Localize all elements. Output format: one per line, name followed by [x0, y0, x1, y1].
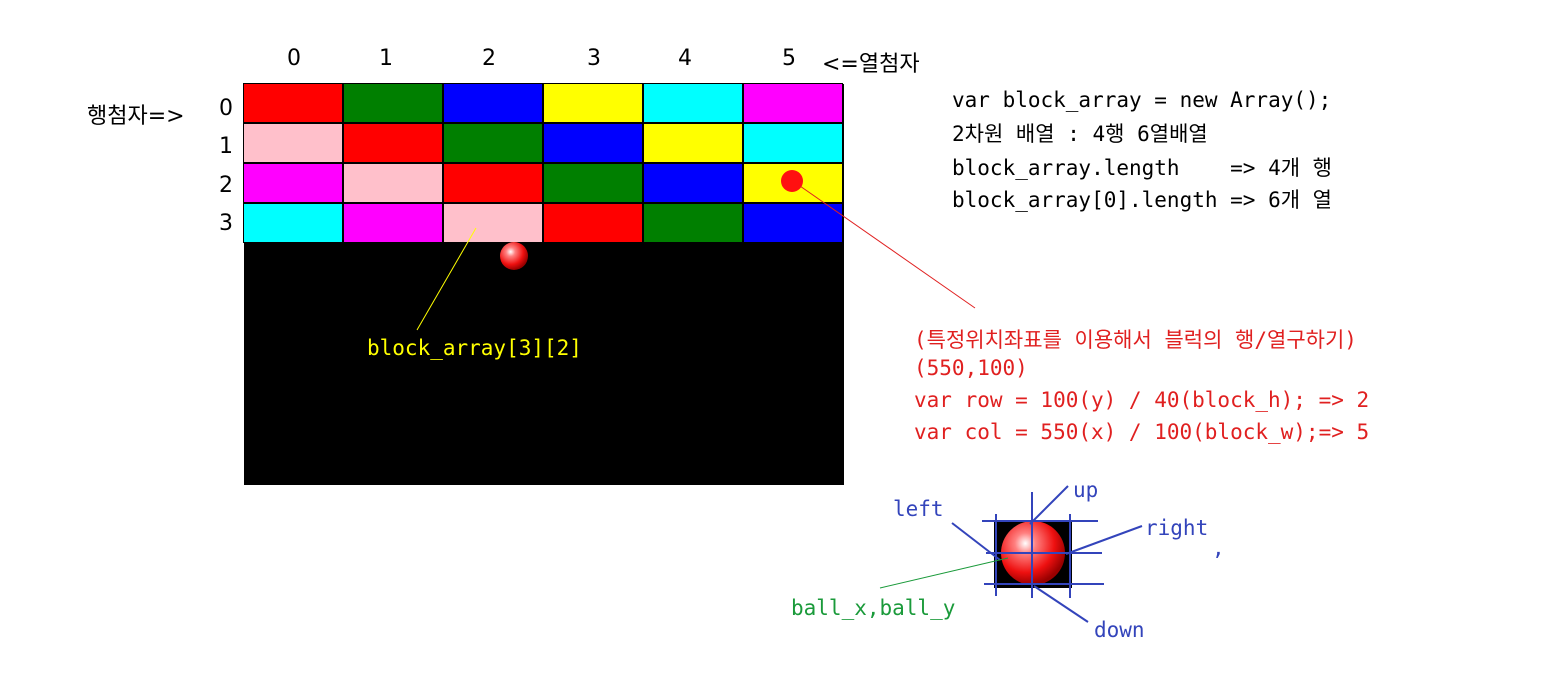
block-cell: [743, 83, 843, 123]
block-cell: [743, 203, 843, 243]
block-cell: [443, 203, 543, 243]
ball-collision-diagram: [879, 485, 1143, 623]
block-cell: [643, 123, 743, 163]
info-line: 2차원 배열 : 4행 6열배열: [952, 122, 1208, 146]
column-index: 1: [379, 46, 393, 71]
yellow-pointer-line: [416, 227, 477, 331]
info-line: var block_array = new Array();: [952, 88, 1332, 112]
block-cell: [543, 123, 643, 163]
position-dot: [781, 170, 803, 192]
column-index: 3: [587, 46, 601, 71]
block-cell: [243, 123, 343, 163]
column-caption: <=열첨자: [822, 52, 920, 77]
left-pointer: [951, 522, 1001, 561]
block-cell: [243, 203, 343, 243]
right-pointer: [1065, 525, 1143, 555]
game-ball: [500, 242, 528, 270]
block-cell: [643, 203, 743, 243]
block-cell: [643, 163, 743, 203]
block-cell: [443, 123, 543, 163]
block-cell: [443, 163, 543, 203]
calc-title: (특정위치좌표를 이용해서 블럭의 행/열구하기): [914, 328, 1357, 352]
ball-position-label: ball_x,ball_y: [791, 596, 956, 620]
block-cell: [543, 203, 643, 243]
block-cell: [343, 123, 443, 163]
block-cell: [443, 83, 543, 123]
block-cell: [643, 83, 743, 123]
block-cell: [743, 123, 843, 163]
calc-col: var col = 550(x) / 100(block_w);=> 5: [914, 420, 1370, 444]
row-index: 0: [219, 96, 233, 121]
block-cell: [543, 83, 643, 123]
column-index: 2: [482, 46, 496, 71]
down-label: down: [1094, 618, 1145, 642]
position-pointer: [879, 557, 1009, 589]
info-line: block_array[0].length => 6개 열: [952, 188, 1333, 212]
row-index: 1: [219, 134, 233, 159]
down-pointer: [1033, 585, 1089, 623]
info-line: block_array.length => 4개 행: [952, 156, 1333, 180]
row-caption: 행첨자=>: [87, 104, 185, 129]
block-cell: [243, 163, 343, 203]
calc-row: var row = 100(y) / 40(block_h); => 2: [914, 388, 1370, 412]
up-pointer: [1029, 485, 1069, 525]
left-label: left: [893, 497, 944, 521]
right-label: right: [1145, 516, 1209, 540]
up-label: up: [1073, 478, 1099, 502]
block-cell: [343, 203, 443, 243]
column-index: 5: [782, 46, 796, 71]
calc-coordinate: (550,100): [914, 356, 1028, 380]
row-index: 2: [219, 173, 233, 198]
game-board: [243, 83, 844, 485]
block-index-label: block_array[3][2]: [367, 336, 582, 360]
block-cell: [543, 163, 643, 203]
block-cell: [343, 83, 443, 123]
stray-comma: ,: [1212, 536, 1225, 560]
block-cell: [243, 83, 343, 123]
column-index: 0: [287, 46, 301, 71]
red-pointer-line: [799, 185, 976, 309]
block-cell: [343, 163, 443, 203]
column-index: 4: [678, 46, 692, 71]
row-index: 3: [219, 211, 233, 236]
